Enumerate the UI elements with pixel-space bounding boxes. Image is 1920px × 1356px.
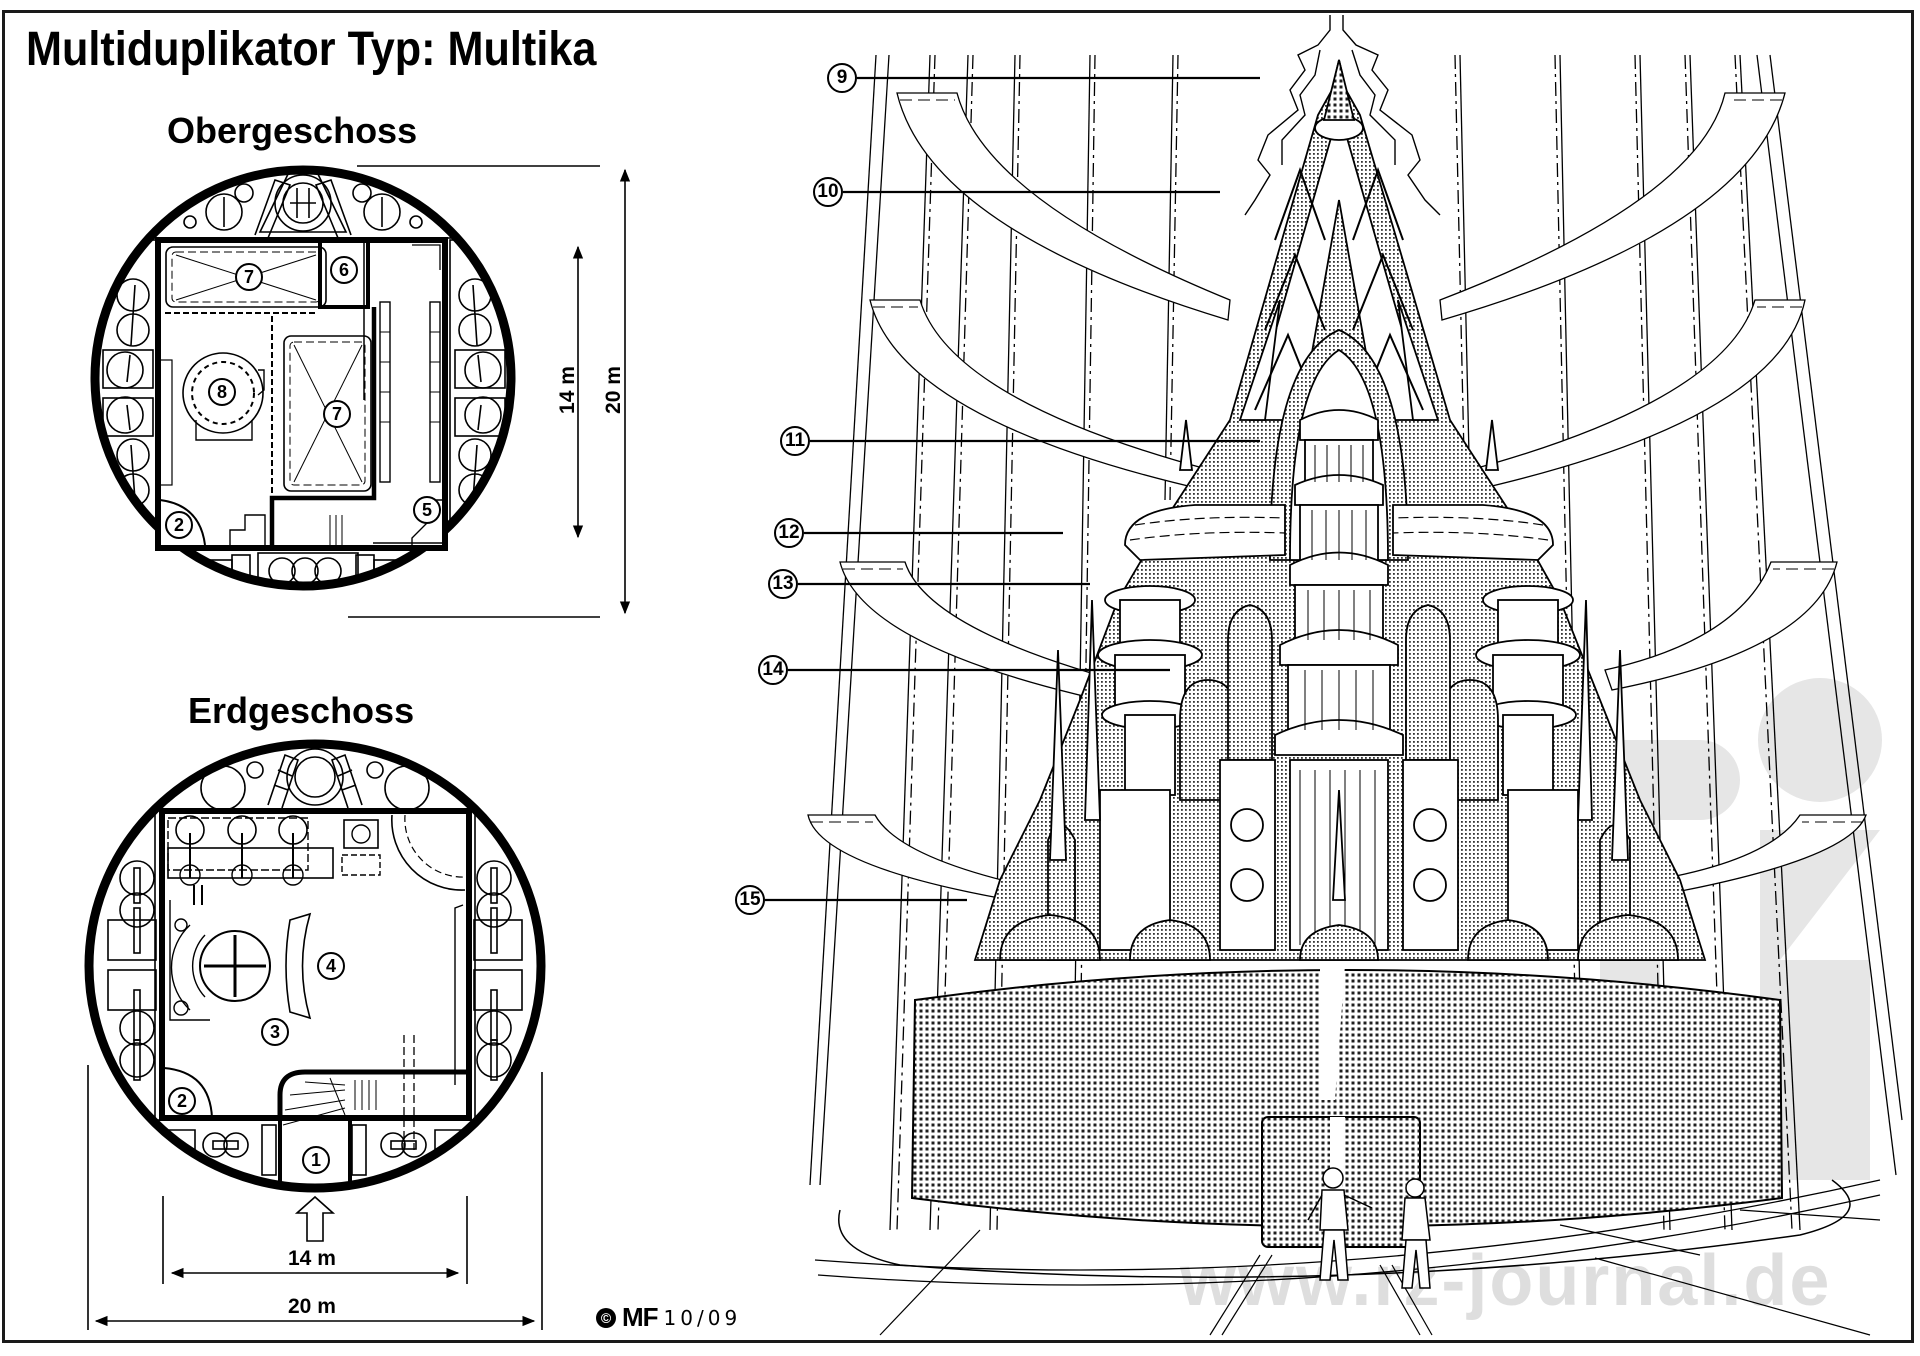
artist-initials: MF [622, 1302, 659, 1332]
credit-date: 10/09 [663, 1305, 742, 1330]
ground-floor-dimensions [87, 1065, 543, 1330]
room-label-3: 3 [261, 1018, 289, 1046]
callout-9: 9 [827, 63, 857, 93]
page-frame [2, 10, 1914, 1343]
callout-10: 10 [813, 177, 843, 207]
room-label-5: 5 [413, 496, 441, 524]
watermark: www.rz-journal.de [1180, 1241, 1832, 1321]
room-label-6: 6 [330, 256, 358, 284]
ground-outer-dimension: 20 m [288, 1295, 336, 1318]
callout-12: 12 [774, 518, 804, 548]
callout-13: 13 [768, 569, 798, 599]
figures [1307, 1167, 1431, 1289]
upper-floor-dimensions [348, 165, 631, 618]
room-label-7b: 7 [323, 400, 351, 428]
copyright-icon: © [596, 1307, 616, 1328]
upper-floor-heading: Obergeschoss [167, 110, 418, 151]
room-label-7a: 7 [235, 263, 263, 291]
page-title: Multiduplikator Typ: Multika [26, 23, 597, 76]
room-label-8: 8 [208, 378, 236, 406]
callout-15: 15 [735, 885, 765, 915]
tower [973, 59, 1707, 961]
artist-credit: © MF 10/09 [596, 1302, 741, 1333]
room-label-4: 4 [317, 952, 345, 980]
room-label-2-upper: 2 [165, 511, 193, 539]
callout-14: 14 [758, 655, 788, 685]
room-label-1: 1 [302, 1146, 330, 1174]
energy-aura [1244, 15, 1441, 216]
entrance-arrow-icon [294, 1195, 336, 1242]
room-label-2-ground: 2 [168, 1087, 196, 1115]
ground-inner-dimension: 14 m [288, 1247, 336, 1270]
callout-leaders [765, 76, 1260, 902]
callout-11: 11 [780, 426, 810, 456]
ground-floor-heading: Erdgeschoss [188, 690, 415, 731]
